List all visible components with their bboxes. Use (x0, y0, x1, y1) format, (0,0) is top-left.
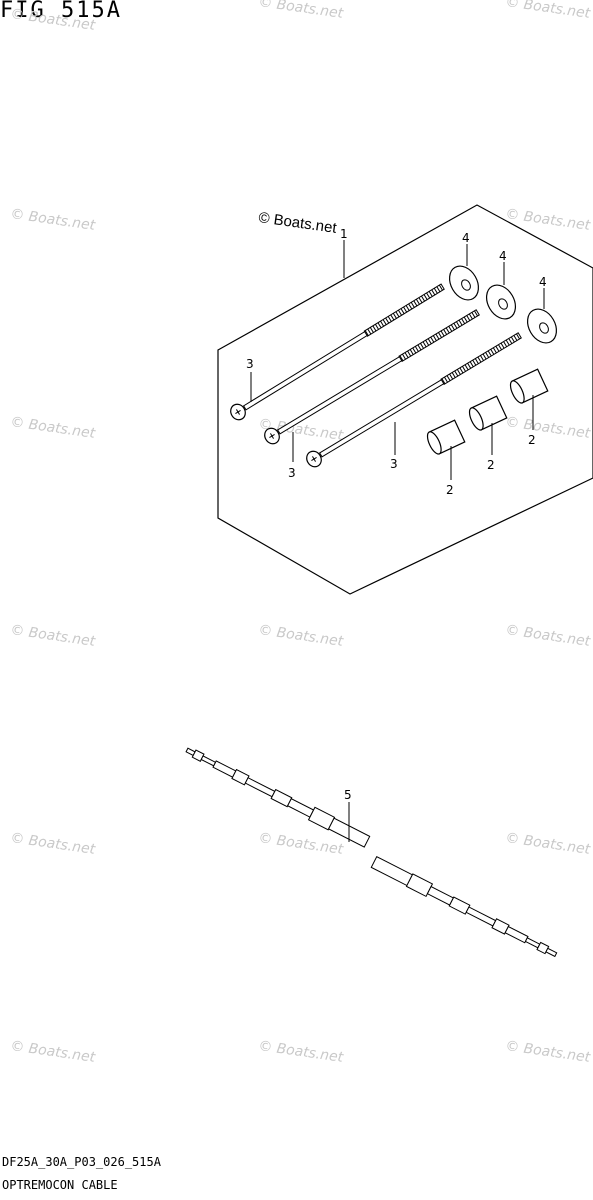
callout-2: 2 (487, 458, 495, 472)
callout-2: 2 (446, 483, 454, 497)
copyright-label: © Boats.net (257, 209, 338, 237)
footer-code: DF25A_30A_P03_026_515A (2, 1155, 161, 1169)
callout-5: 5 (344, 788, 352, 802)
kit-outline (217, 204, 593, 595)
washer (485, 284, 517, 320)
washer (526, 308, 558, 344)
collar (426, 419, 466, 455)
callout-3: 3 (246, 357, 254, 371)
collar (468, 395, 508, 431)
callout-4: 4 (499, 249, 507, 263)
figure-title: FIG 515A (0, 0, 122, 23)
long-bolt (306, 332, 522, 468)
remote-control-cable (185, 747, 558, 958)
callout-4: 4 (462, 231, 470, 245)
callout-2: 2 (528, 433, 536, 447)
callout-3: 3 (390, 457, 398, 471)
collar (509, 368, 549, 404)
long-bolt (230, 283, 445, 421)
callout-1: 1 (340, 227, 348, 241)
long-bolt (264, 309, 480, 445)
washer (448, 265, 480, 301)
callout-4: 4 (539, 275, 547, 289)
footer-name: OPTREMOCON CABLE (2, 1178, 118, 1192)
callout-3: 3 (288, 466, 296, 480)
